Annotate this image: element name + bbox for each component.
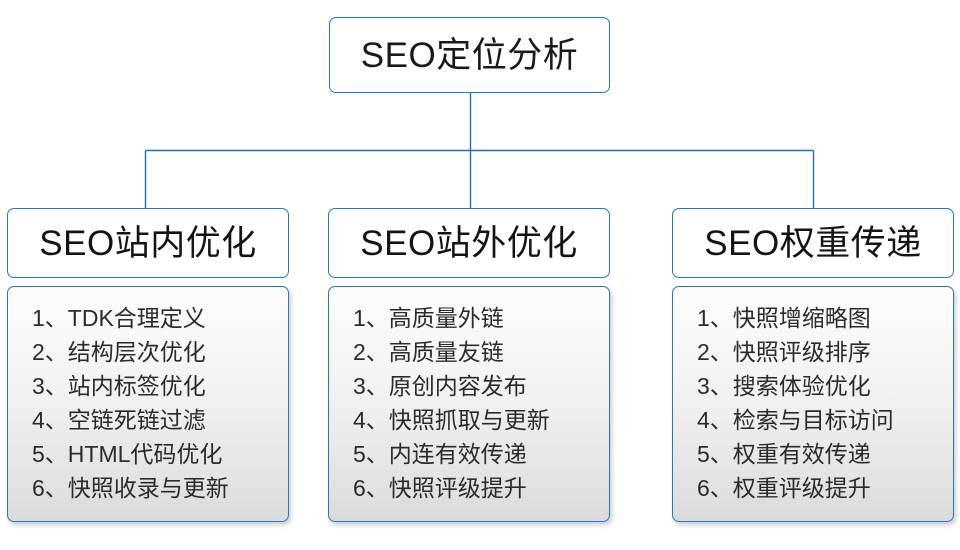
root-node[interactable]: SEO定位分析 (329, 17, 610, 93)
branch-list-3: 1、快照增缩略图 2、快照评级排序 3、搜索体验优化 4、检索与目标访问 5、权… (697, 301, 953, 505)
branch-list-2: 1、高质量外链 2、高质量友链 3、原创内容发布 4、快照抓取与更新 5、内连有… (353, 301, 609, 505)
list-item: 2、结构层次优化 (32, 339, 206, 365)
branch-column-2: SEO站外优化 1、高质量外链 2、高质量友链 3、原创内容发布 4、快照抓取与… (328, 208, 610, 522)
list-item: 6、权重评级提升 (697, 475, 871, 501)
branch-header-label-3: SEO权重传递 (704, 223, 922, 263)
branch-header-2[interactable]: SEO站外优化 (328, 208, 610, 278)
list-item: 2、高质量友链 (353, 339, 504, 365)
list-item: 6、快照评级提升 (353, 475, 527, 501)
list-item: 5、内连有效传递 (353, 441, 527, 467)
list-item: 3、原创内容发布 (353, 373, 527, 399)
branch-column-3: SEO权重传递 1、快照增缩略图 2、快照评级排序 3、搜索体验优化 4、检索与… (672, 208, 954, 522)
branch-body-3: 1、快照增缩略图 2、快照评级排序 3、搜索体验优化 4、检索与目标访问 5、权… (672, 286, 954, 522)
branch-column-1: SEO站内优化 1、TDK合理定义 2、结构层次优化 3、站内标签优化 4、空链… (7, 208, 289, 522)
list-item: 5、HTML代码优化 (32, 441, 223, 467)
branch-body-2: 1、高质量外链 2、高质量友链 3、原创内容发布 4、快照抓取与更新 5、内连有… (328, 286, 610, 522)
list-item: 5、权重有效传递 (697, 441, 871, 467)
list-item: 3、搜索体验优化 (697, 373, 871, 399)
list-item: 3、站内标签优化 (32, 373, 206, 399)
list-item: 1、高质量外链 (353, 305, 504, 331)
list-item: 2、快照评级排序 (697, 339, 871, 365)
root-title: SEO定位分析 (360, 35, 579, 75)
branch-header-1[interactable]: SEO站内优化 (7, 208, 289, 278)
list-item: 1、TDK合理定义 (32, 305, 206, 331)
branch-header-label-2: SEO站外优化 (360, 223, 578, 263)
list-item: 4、快照抓取与更新 (353, 407, 550, 433)
list-item: 6、快照收录与更新 (32, 475, 229, 501)
list-item: 4、空链死链过滤 (32, 407, 206, 433)
branch-header-label-1: SEO站内优化 (39, 223, 257, 263)
branch-header-3[interactable]: SEO权重传递 (672, 208, 954, 278)
list-item: 1、快照增缩略图 (697, 305, 871, 331)
list-item: 4、检索与目标访问 (697, 407, 894, 433)
branch-body-1: 1、TDK合理定义 2、结构层次优化 3、站内标签优化 4、空链死链过滤 5、H… (7, 286, 289, 522)
branch-list-1: 1、TDK合理定义 2、结构层次优化 3、站内标签优化 4、空链死链过滤 5、H… (32, 301, 288, 505)
